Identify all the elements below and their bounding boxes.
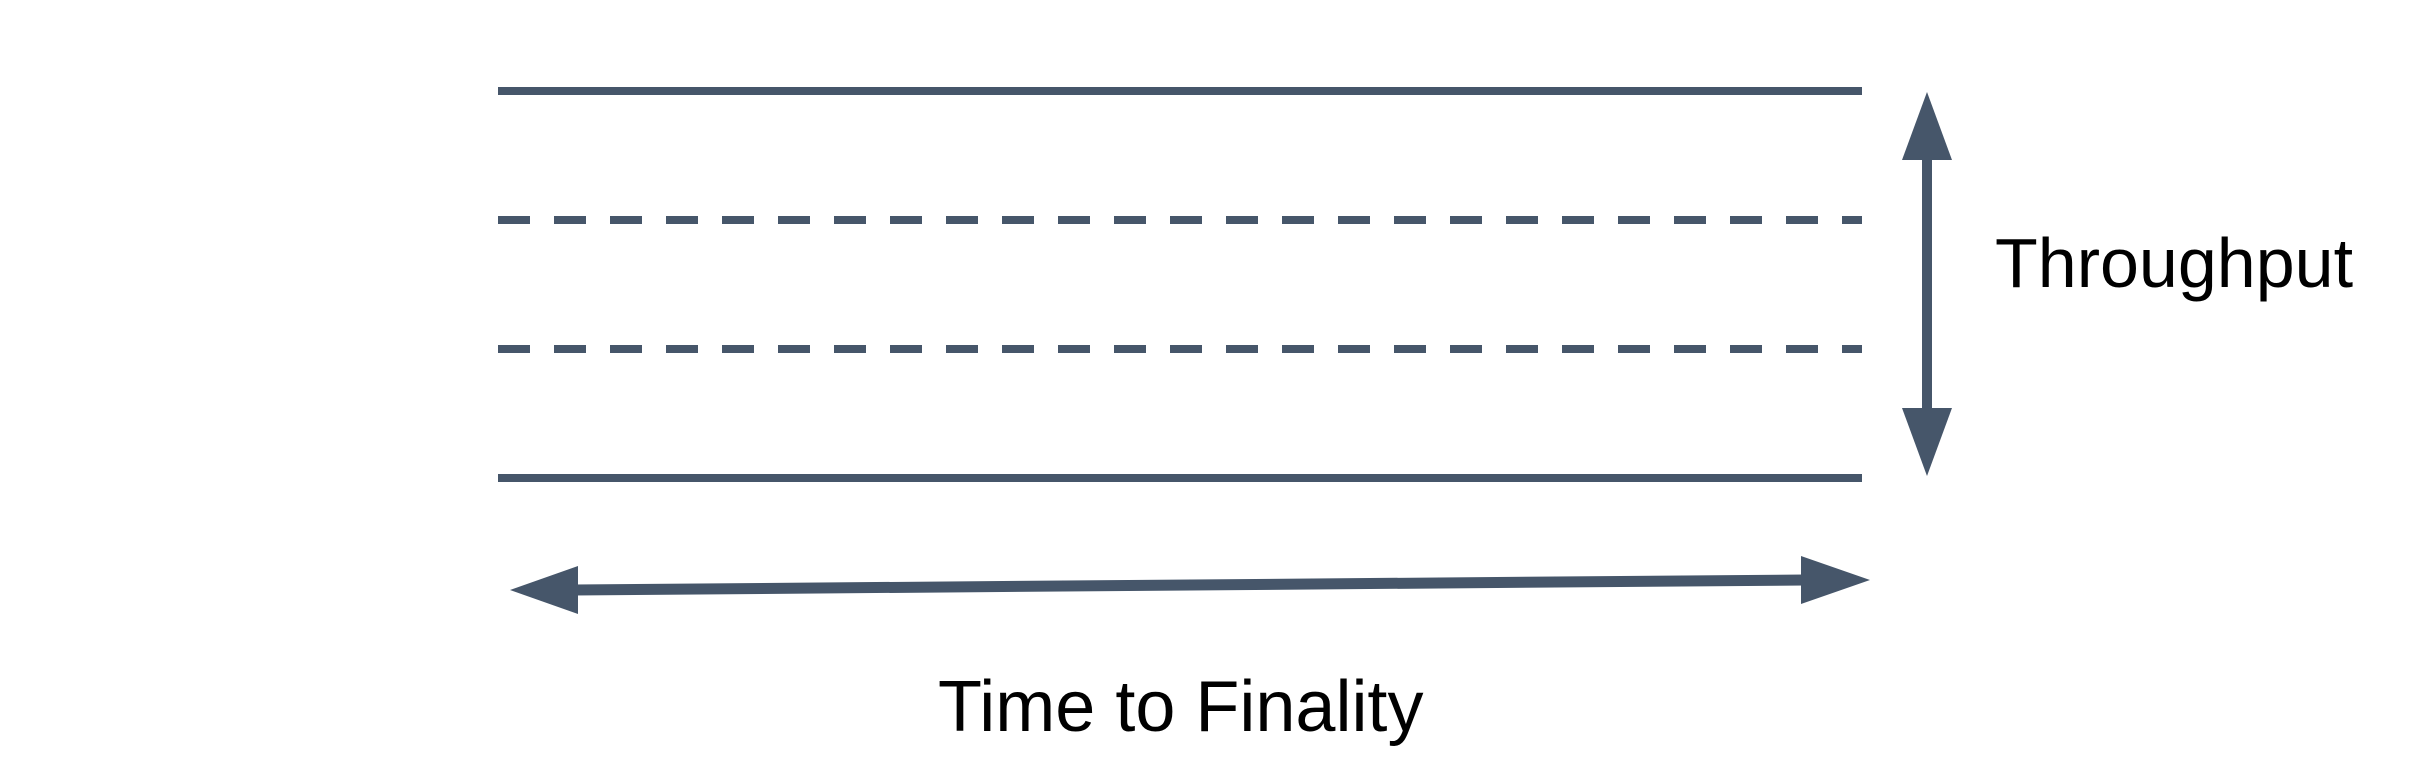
time-to-finality-arrow — [510, 556, 1870, 614]
time-to-finality-arrow-head-left-icon — [510, 566, 578, 614]
time-to-finality-arrow-shaft — [573, 574, 1806, 596]
throughput-arrow-head-down-icon — [1902, 408, 1952, 476]
time-to-finality-arrow-head-right-icon — [1801, 556, 1870, 604]
time-to-finality-label: Time to Finality — [938, 667, 1423, 747]
throughput-arrow — [1902, 92, 1952, 476]
throughput-label: Throughput — [1995, 224, 2353, 302]
throughput-arrow-head-up-icon — [1902, 92, 1952, 160]
